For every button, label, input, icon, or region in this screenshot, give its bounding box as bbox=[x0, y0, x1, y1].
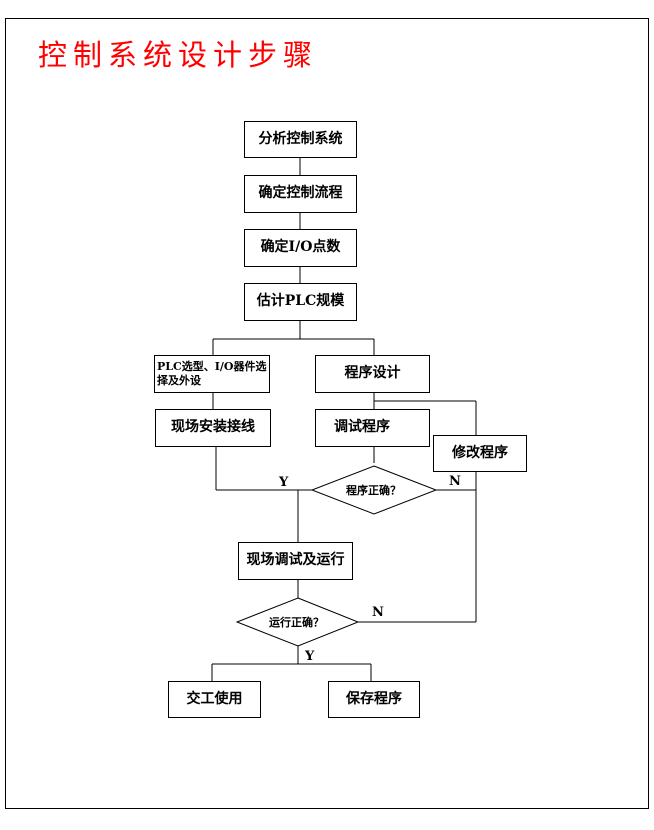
save-program-box: 保存程序 bbox=[328, 681, 420, 718]
field-debug-box: 现场调试及运行 bbox=[238, 542, 353, 580]
program-design-box: 程序设计 bbox=[315, 355, 430, 393]
page-title: 控制系统设计步骤 bbox=[38, 38, 319, 72]
program-ok-label: 程序正确？ bbox=[346, 484, 401, 497]
field-install-box: 现场安装接线 bbox=[155, 409, 271, 447]
no-label-run: N bbox=[372, 605, 384, 620]
page-frame bbox=[5, 18, 649, 809]
no-label-program: N bbox=[449, 474, 461, 489]
run-ok-label: 运行正确？ bbox=[269, 616, 324, 629]
deliver-box: 交工使用 bbox=[168, 681, 261, 718]
io-count-box: 确定I/O点数 bbox=[244, 229, 357, 267]
control-flow-box: 确定控制流程 bbox=[244, 175, 357, 213]
modify-program-box: 修改程序 bbox=[433, 435, 527, 472]
plc-scale-box: 估计PLC规模 bbox=[244, 283, 357, 321]
run-ok-decision bbox=[235, 597, 360, 647]
yes-label-program: Y bbox=[279, 475, 289, 490]
analyze-system-box: 分析控制系统 bbox=[244, 121, 357, 158]
program-ok-decision bbox=[310, 465, 438, 515]
plc-selection-box: PLC选型、I/O器件选择及外设 bbox=[154, 355, 270, 393]
yes-label-run: Y bbox=[305, 649, 315, 664]
debug-program-box: 调试程序 bbox=[315, 409, 430, 447]
